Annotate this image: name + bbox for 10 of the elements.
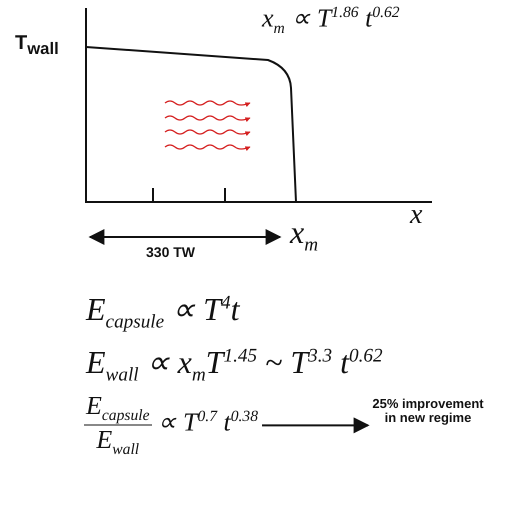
formula: E$_{wall}$ ∝ x$_{m}$T$^{1.45}$ ~ T$^{3.3}$ t$^{0.62}$ (86, 345, 383, 386)
ratio-formula: E$_{capsule}$ E$_{wall}$ ∝ T$^{0.7}$ t$^{0.38}$ (84, 392, 258, 459)
axis-label: T$_{wall}$ (15, 32, 59, 58)
axis-label: x (410, 200, 422, 231)
dimension-label: 330 TW (146, 245, 196, 260)
formula: E$_{capsule}$ ∝ T$^{4}$t (86, 292, 240, 332)
formula: x$_{m}$ (290, 215, 318, 256)
arrow (262, 417, 370, 434)
result-note: 25% improvement in new regime (372, 397, 484, 426)
formula: x$_{m}$ ∝ T$^{1.86}$ t$^{0.62}$ (262, 4, 400, 37)
